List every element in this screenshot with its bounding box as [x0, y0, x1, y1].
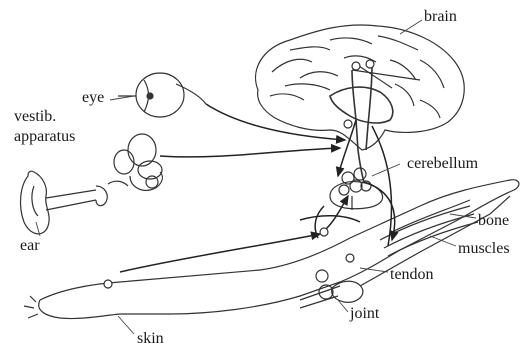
- ear-label: ear: [20, 237, 40, 254]
- nerve-pathways: [120, 104, 395, 272]
- tendon-label: tendon: [390, 266, 434, 283]
- vestibular-apparatus-label-line1: vestib.: [14, 108, 56, 125]
- skin-label: skin: [137, 330, 164, 347]
- ear-illustration: [21, 171, 108, 234]
- muscles-label: muscles: [458, 240, 510, 257]
- arm-illustration: [24, 180, 519, 319]
- label-leaders: [36, 20, 476, 334]
- brain-label: brain: [424, 8, 457, 25]
- eye-label: eye: [82, 89, 104, 106]
- joint-label: joint: [350, 305, 379, 322]
- vestibular-apparatus-label-line2: apparatus: [14, 128, 75, 145]
- vestibular-apparatus-illustration: [108, 134, 162, 190]
- eye-illustration: [118, 73, 206, 117]
- bone-label: bone: [478, 212, 509, 229]
- cerebellum-label: cerebellum: [407, 155, 478, 172]
